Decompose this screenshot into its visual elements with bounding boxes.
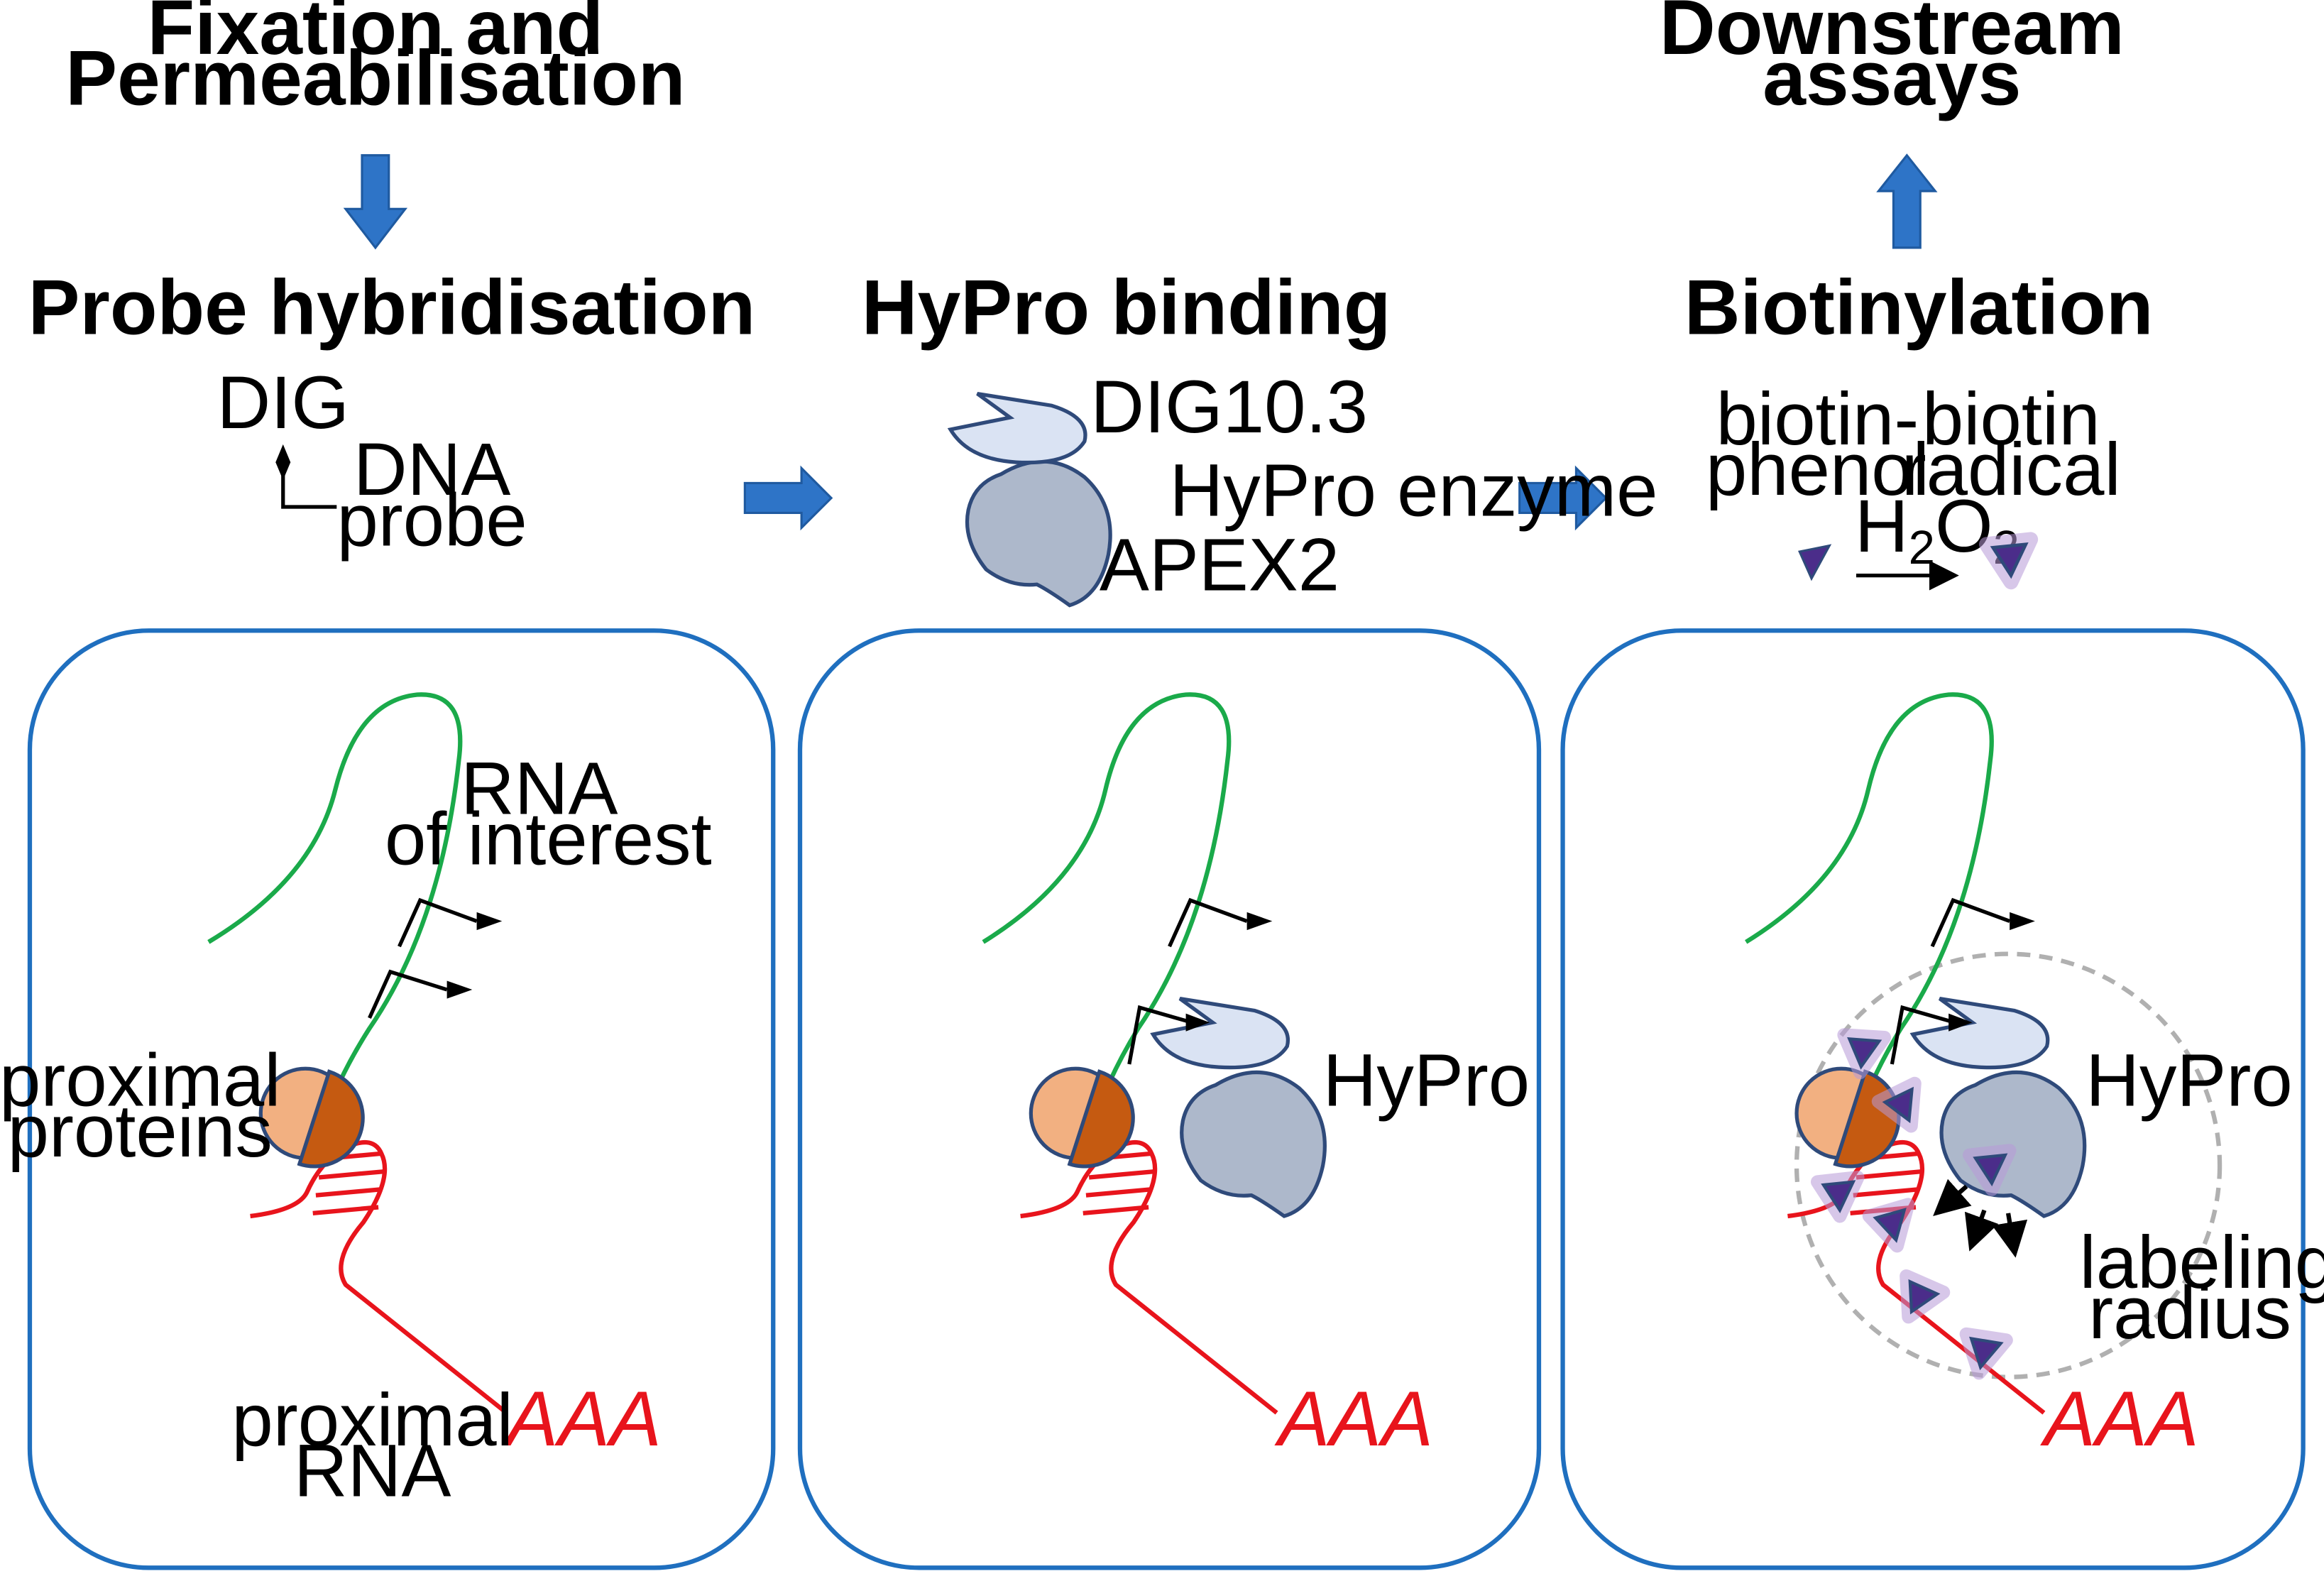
- panel-1-scene: AAA RNA of interest proximal proteins pr…: [0, 692, 712, 1513]
- dna-probe-bound-1: [1930, 897, 2035, 948]
- right-arrow-1: [743, 465, 833, 531]
- hypro-label: HyPro: [1323, 1039, 1530, 1122]
- panel-2: [797, 628, 1542, 1570]
- labeling-arrows: [1933, 1178, 2028, 1258]
- dig-label: DIG: [216, 361, 349, 444]
- fixation-heading-line1: Fixation and: [148, 0, 604, 71]
- rna-of-interest-strand: [207, 692, 463, 1134]
- proximal-rna-label-line2: RNA: [294, 1430, 451, 1513]
- proximal-rna-label-line1: proximal: [231, 1379, 513, 1462]
- hypro-enzyme-icon: [950, 394, 1110, 606]
- polya-tail: AAA: [1274, 1376, 1433, 1462]
- up-arrow: [1876, 153, 1938, 249]
- hypro-binding-heading: HyPro binding: [862, 265, 1391, 351]
- rna-of-interest-strand: [982, 692, 1232, 1134]
- polya-tail: AAA: [503, 1376, 662, 1462]
- rna-of-interest-strand: [1745, 692, 1994, 1134]
- panel-1: [27, 628, 776, 1570]
- biotin-phenol-icon: [1798, 544, 1832, 581]
- dna-probe-bound-2: [1127, 1005, 1210, 1065]
- apex2-label: APEX2: [1100, 524, 1339, 607]
- h2o2-label: H2O2: [1855, 485, 2019, 574]
- biotin-radical-label-line2: radical: [1902, 428, 2121, 511]
- polya-tail: AAA: [2039, 1376, 2198, 1462]
- dna-probe-bound-1: [398, 897, 503, 948]
- biotinylation-heading: Biotinylation: [1684, 265, 2154, 351]
- labeling-radius-label-line2: radius: [2088, 1271, 2291, 1355]
- biotin-phenol-label-line2: phenol: [1706, 428, 1929, 511]
- downstream-heading-line2: assays: [1763, 35, 2021, 121]
- biotin-radical-icon: [1986, 540, 2030, 582]
- dna-probe-bound-2: [1890, 1005, 1973, 1065]
- biotin-radical-label-line1: biotin: [1922, 378, 2100, 461]
- probe-hybridisation-heading: Probe hybridisation: [28, 265, 756, 351]
- proximal-rna-strand: [250, 1139, 508, 1415]
- proximal-proteins-label-line2: proteins: [8, 1090, 273, 1173]
- dna-probe-icon: [275, 444, 337, 509]
- dna-probe-label-line2: probe: [336, 479, 527, 562]
- proximal-protein-pair: [1031, 1068, 1133, 1166]
- panel-2-scene: AAA HyPro: [982, 692, 1530, 1462]
- fixation-heading-line2: Permeabilisation: [65, 35, 685, 121]
- proximal-rna-strand: [1020, 1139, 1278, 1415]
- biotin-phenol-label-line1: biotin-: [1716, 378, 1919, 461]
- proximal-protein-pair: [1797, 1068, 1899, 1166]
- labeling-radius-label-line1: labeling: [2079, 1221, 2324, 1304]
- panel-3: [1560, 628, 2306, 1570]
- hypro-bound: [1153, 999, 1325, 1216]
- labeling-radius-circle: [1794, 951, 2222, 1379]
- dna-probe-bound-1: [1168, 897, 1273, 948]
- dna-probe-bound-2: [368, 969, 473, 1019]
- rna-of-interest-label-line2: of interest: [385, 798, 712, 881]
- hypro-enzyme-label: HyPro enzyme: [1169, 449, 1657, 532]
- dna-probe-label-line1: DNA: [353, 428, 511, 511]
- dig103-label: DIG10.3: [1090, 366, 1368, 449]
- right-arrow-2: [1518, 465, 1608, 531]
- rna-of-interest-label-line1: RNA: [461, 747, 618, 830]
- proximal-proteins-label-line1: proximal: [0, 1039, 281, 1122]
- down-arrow: [343, 154, 408, 250]
- hypro-label: HyPro: [2085, 1039, 2293, 1122]
- downstream-heading-line1: Downstream: [1660, 0, 2125, 71]
- panel-3-scene: AAA HyPro labeling radius: [1745, 692, 2324, 1462]
